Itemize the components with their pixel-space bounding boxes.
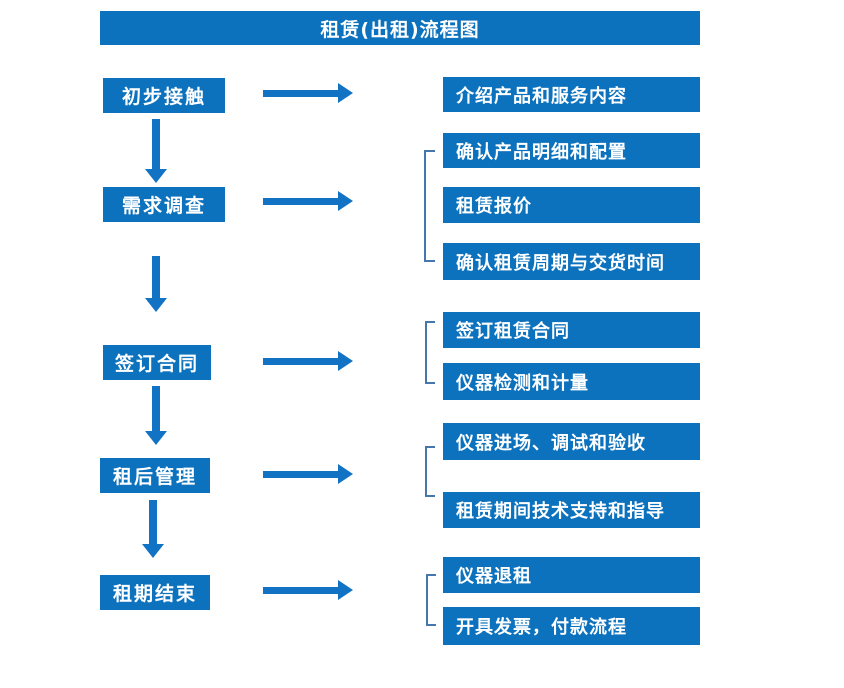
arrow-head bbox=[142, 544, 164, 558]
arrow-head bbox=[338, 83, 353, 103]
arrow-head bbox=[145, 431, 167, 445]
arrow-shaft bbox=[263, 586, 338, 594]
down-arrow-1 bbox=[145, 119, 167, 183]
bracket-rental-end bbox=[426, 574, 436, 626]
arrow-shaft bbox=[263, 89, 338, 97]
arrow-head bbox=[338, 191, 353, 211]
step-box-demand-survey: 需求调查 bbox=[103, 187, 225, 222]
detail-box-rental-tech-support: 租赁期间技术支持和指导 bbox=[443, 492, 700, 528]
right-arrow-2 bbox=[263, 191, 353, 211]
down-arrow-3 bbox=[145, 386, 167, 445]
detail-box-sign-rental-contract: 签订租赁合同 bbox=[443, 312, 700, 348]
step-box-sign-contract: 签订合同 bbox=[103, 345, 211, 380]
arrow-shaft bbox=[149, 500, 157, 544]
arrow-head bbox=[338, 580, 353, 600]
detail-box-instrument-entry-acceptance: 仪器进场、调试和验收 bbox=[443, 423, 700, 460]
down-arrow-4 bbox=[142, 500, 164, 558]
detail-box-rental-quote: 租赁报价 bbox=[443, 187, 700, 223]
detail-box-confirm-rental-period: 确认租赁周期与交货时间 bbox=[443, 243, 700, 280]
right-arrow-5 bbox=[263, 580, 353, 600]
detail-box-confirm-product-details: 确认产品明细和配置 bbox=[443, 133, 700, 168]
arrow-shaft bbox=[152, 119, 160, 169]
detail-box-intro-product-service: 介绍产品和服务内容 bbox=[443, 77, 700, 112]
flowchart-title: 租赁(出租)流程图 bbox=[100, 11, 700, 45]
arrow-head bbox=[145, 298, 167, 312]
bracket-sign-contract bbox=[425, 321, 435, 384]
arrow-shaft bbox=[263, 470, 338, 478]
arrow-shaft bbox=[263, 357, 338, 365]
right-arrow-3 bbox=[263, 351, 353, 371]
arrow-head bbox=[338, 351, 353, 371]
bracket-post-rental bbox=[425, 446, 435, 497]
detail-box-instrument-return: 仪器退租 bbox=[443, 557, 700, 593]
step-box-rental-end: 租期结束 bbox=[100, 575, 210, 610]
arrow-shaft bbox=[152, 386, 160, 431]
right-arrow-4 bbox=[263, 464, 353, 484]
down-arrow-2 bbox=[145, 256, 167, 312]
detail-box-instrument-testing: 仪器检测和计量 bbox=[443, 363, 700, 400]
arrow-head bbox=[338, 464, 353, 484]
step-box-post-rental-management: 租后管理 bbox=[100, 458, 210, 493]
arrow-head bbox=[145, 169, 167, 183]
arrow-shaft bbox=[152, 256, 160, 298]
step-box-initial-contact: 初步接触 bbox=[103, 78, 225, 113]
right-arrow-1 bbox=[263, 83, 353, 103]
detail-box-invoice-payment: 开具发票，付款流程 bbox=[443, 607, 700, 645]
bracket-demand-survey bbox=[424, 150, 435, 262]
arrow-shaft bbox=[263, 197, 338, 205]
